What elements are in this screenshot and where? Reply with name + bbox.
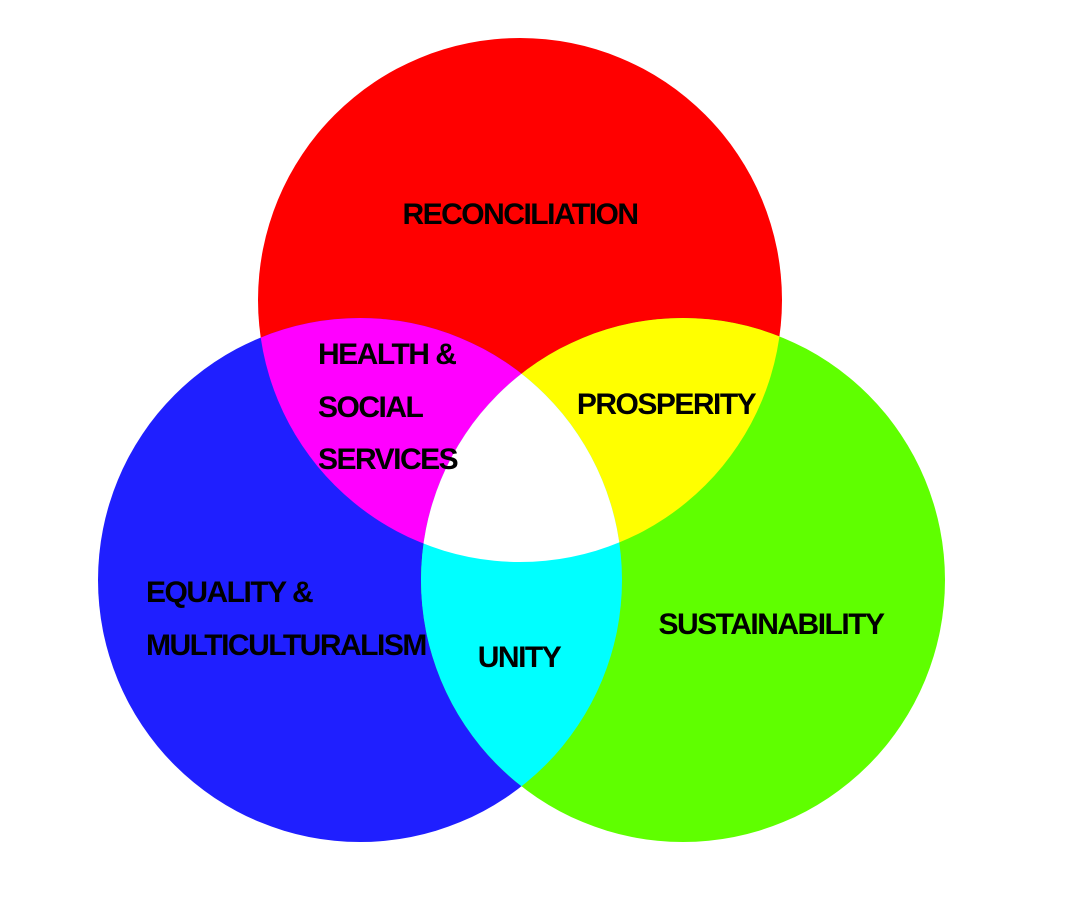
label-equality-line2: MULTICULTURALISM [146,629,426,662]
label-equality-line1: EQUALITY & [146,576,313,609]
label-health-line3: SERVICES [318,443,458,476]
label-sustainability: SUSTAINABILITY [658,608,885,641]
label-health-line1: HEALTH & [318,338,456,371]
label-reconciliation: RECONCILIATION [402,198,637,231]
label-health-line2: SOCIAL [318,391,424,424]
label-unity: UNITY [478,641,562,674]
label-prosperity: PROSPERITY [577,388,757,421]
region-center [421,318,622,562]
